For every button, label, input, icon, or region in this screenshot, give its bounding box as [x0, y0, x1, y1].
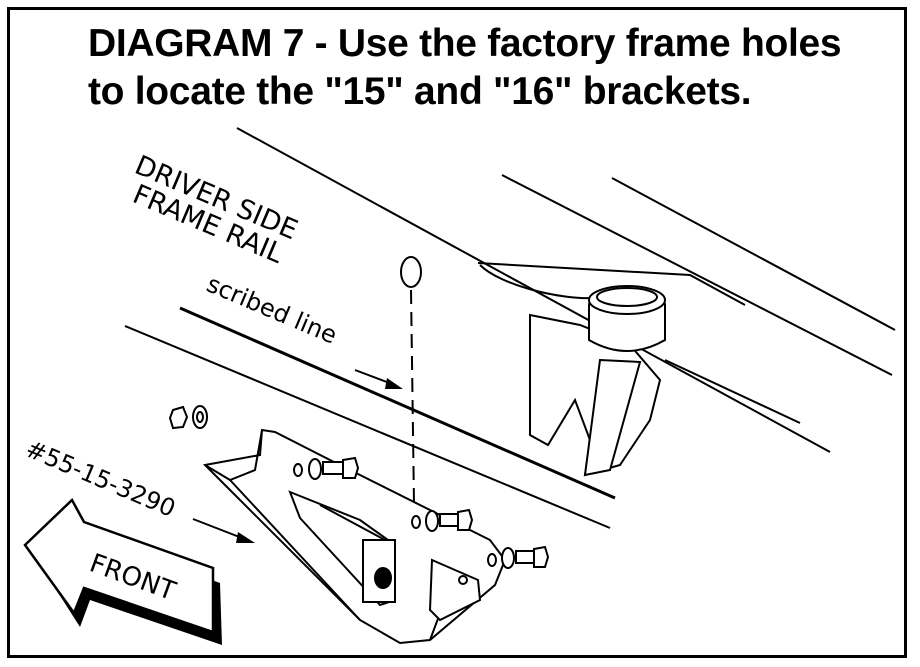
bolt-1: [293, 456, 360, 480]
scribed-line-label: scribed line: [203, 270, 341, 350]
diagram-border: [7, 7, 907, 658]
crossmember: [477, 174, 896, 424]
scribed-line-arrow: [354, 369, 403, 389]
diagram-title: DIAGRAM 7 - Use the factory frame holes …: [88, 20, 878, 116]
title-line-1: DIAGRAM 7 - Use the factory frame holes: [88, 22, 842, 65]
front-arrow: [23, 497, 222, 645]
factory-frame-hole: [400, 256, 422, 288]
bolt-3: [487, 545, 550, 569]
part-number-label: #55-15-3290: [22, 435, 180, 523]
shock-mount: [529, 285, 666, 477]
bolt-2: [411, 508, 474, 532]
alignment-dashed-line: [410, 289, 416, 576]
part-number-arrow: [192, 518, 255, 543]
bracket: [202, 428, 507, 645]
nut-and-washer: [168, 405, 208, 430]
title-line-2: to locate the "15" and "16" brackets.: [88, 70, 752, 113]
